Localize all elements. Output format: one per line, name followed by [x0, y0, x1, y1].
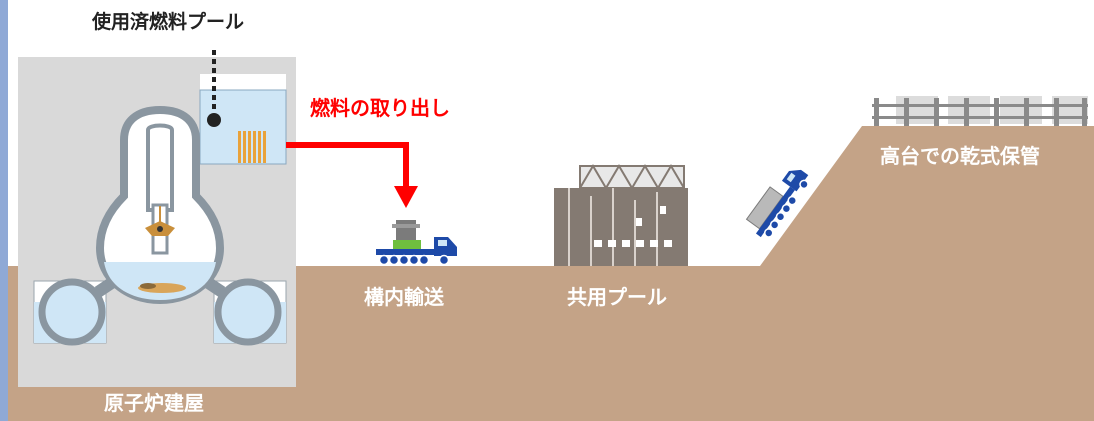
torus-right [214, 278, 282, 346]
torus-left [38, 278, 106, 346]
fuel-rods-icon [238, 131, 266, 163]
fence-icon [872, 98, 1088, 126]
truck-icon [376, 220, 457, 266]
onsite-transport-label: 構内輸送 [364, 285, 444, 309]
fuel-removal-label: 燃料の取り出し [310, 96, 450, 120]
pool-leader-dot [207, 113, 221, 127]
dry-storage-label: 高台での乾式保管 [880, 144, 1040, 168]
fuel-debris [138, 206, 186, 293]
reactor-building-label: 原子炉建屋 [104, 391, 204, 415]
truck-on-slope-icon [745, 169, 809, 238]
common-pool-label: 共用プール [567, 285, 667, 309]
dry-storage-casks [896, 96, 1088, 124]
common-pool-building [554, 164, 688, 266]
left-accent-bar [0, 0, 8, 421]
fuel-removal-arrow [286, 142, 418, 208]
reactor-building [18, 50, 296, 387]
spent-fuel-pool-label: 使用済燃料プール [92, 11, 245, 33]
